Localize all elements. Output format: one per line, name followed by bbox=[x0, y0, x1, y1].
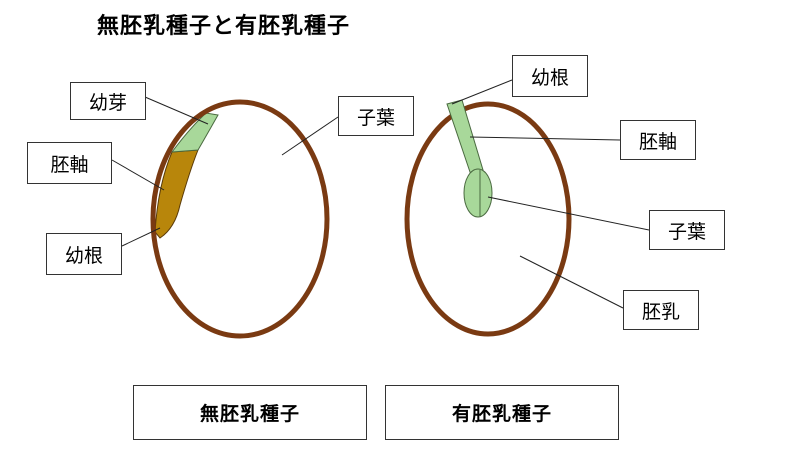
left-hypocotyl-radicle bbox=[154, 149, 199, 239]
caption-exalbuminous-seed: 無胚乳種子 bbox=[133, 385, 367, 440]
left-seed-coat bbox=[150, 99, 330, 339]
left-plumule bbox=[170, 112, 219, 153]
left-label-cotyledon: 子葉 bbox=[338, 96, 414, 136]
left-line-hypocotyl bbox=[111, 159, 165, 191]
exalbuminous-seed bbox=[150, 99, 330, 339]
caption-albuminous-seed: 有胚乳種子 bbox=[385, 385, 619, 440]
right-line-hypocotyl bbox=[469, 136, 621, 141]
right-label-endosperm: 胚乳 bbox=[623, 290, 699, 330]
right-line-radicle bbox=[451, 79, 513, 105]
albuminous-seed bbox=[404, 99, 572, 337]
left-line-plumule bbox=[144, 96, 209, 125]
right-line-endosperm bbox=[519, 255, 624, 309]
right-seed-coat bbox=[404, 101, 572, 337]
diagram-title: 無胚乳種子と有胚乳種子 bbox=[97, 14, 351, 39]
left-label-radicle: 幼根 bbox=[46, 233, 122, 275]
right-label-cotyledon: 子葉 bbox=[649, 210, 725, 250]
left-line-cotyledon bbox=[281, 116, 339, 156]
left-label-plumule: 幼芽 bbox=[70, 82, 146, 120]
right-line-cotyledon bbox=[487, 196, 650, 231]
left-line-radicle bbox=[121, 227, 161, 247]
left-label-hypocotyl: 胚軸 bbox=[27, 142, 112, 184]
right-cotyledon bbox=[463, 168, 493, 218]
right-label-radicle: 幼根 bbox=[512, 55, 588, 97]
right-label-hypocotyl: 胚軸 bbox=[620, 120, 696, 160]
